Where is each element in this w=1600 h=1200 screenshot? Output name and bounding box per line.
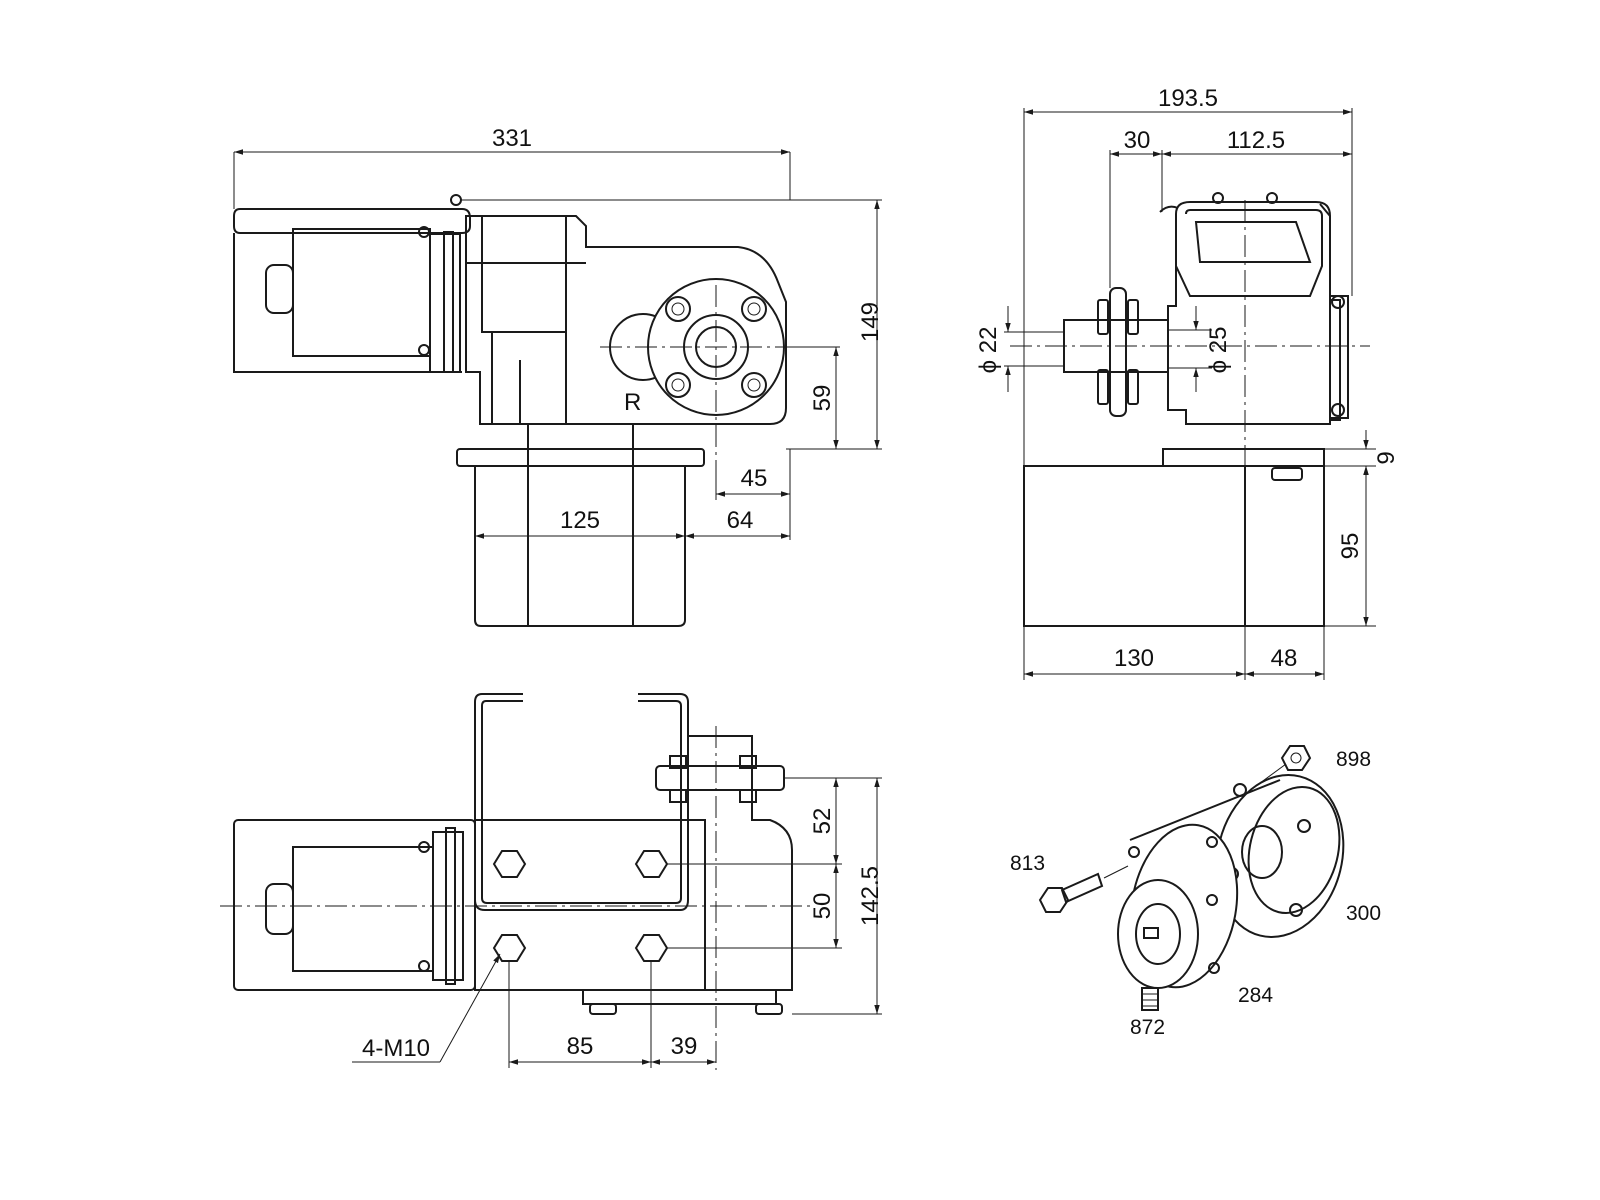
base-plate xyxy=(456,448,705,467)
base-strip-top xyxy=(582,989,777,1005)
dim-shaft-offset: 45 xyxy=(741,465,768,492)
flange-bolt-icon xyxy=(450,194,462,206)
mounting-block xyxy=(474,466,686,627)
coupling-flange xyxy=(1109,287,1127,417)
dim-shaft-dia-right: ϕ 25 xyxy=(1205,327,1232,374)
gearbox-inner xyxy=(481,216,567,333)
side-mounting-block xyxy=(1023,465,1325,627)
dim-block-width: 130 xyxy=(1114,645,1154,672)
bolt-shank-icon xyxy=(1060,872,1104,904)
u-bracket xyxy=(474,693,689,911)
label-nut: 898 xyxy=(1336,748,1371,771)
motor-frame-outline xyxy=(233,233,462,373)
label-hub: 284 xyxy=(1238,984,1273,1007)
dim-bolt-spacing-a: 52 xyxy=(809,808,836,835)
dim-body-width: 112.5 xyxy=(1227,127,1285,154)
side-view: 193.5 30 112.5 ϕ 22 ϕ 25 9 95 130 xyxy=(975,85,1400,680)
gearbox-top-panel xyxy=(1194,221,1312,263)
top-view: 52 50 142.5 85 39 4-M10 xyxy=(220,693,884,1070)
label-flange-plate: 300 xyxy=(1346,902,1381,925)
dim-bolt-spacing-b: 50 xyxy=(809,893,836,920)
r-mark: R xyxy=(624,389,641,416)
dim-shaft-height: 59 xyxy=(809,385,836,412)
dim-overall-length: 331 xyxy=(492,125,532,152)
gearbox-edge xyxy=(1159,203,1331,217)
motor-body-top xyxy=(233,819,476,991)
dim-overall-depth: 142.5 xyxy=(857,866,884,926)
flange-bolt-icon xyxy=(418,344,430,356)
motor-bracket-top xyxy=(233,208,471,234)
dim-bolt-offset: 39 xyxy=(671,1033,698,1060)
dim-block-height: 95 xyxy=(1337,533,1364,560)
gearbox-housing xyxy=(465,215,787,425)
set-screw-icon xyxy=(1141,987,1159,1011)
motor-flange-plate xyxy=(443,231,454,373)
mounting-block-seams xyxy=(527,424,634,626)
gearbox-ribs xyxy=(491,332,567,424)
gearbox-cover xyxy=(1175,209,1323,297)
dim-overall-width: 193.5 xyxy=(1158,85,1218,112)
flange-bolt-icon xyxy=(418,226,430,238)
front-view: R 331 149 59 45 125 64 xyxy=(233,125,884,627)
flange-bolt-icon xyxy=(665,296,767,398)
motor-end-cap xyxy=(265,264,294,314)
u-bracket-inner xyxy=(481,700,682,904)
dim-base-offset: 64 xyxy=(727,507,754,534)
dim-block-offset: 48 xyxy=(1271,645,1298,672)
side-base-plate xyxy=(1162,448,1325,467)
bolt-callout: 4-M10 xyxy=(362,1035,430,1062)
dim-height: 149 xyxy=(857,302,884,342)
motor-can-top xyxy=(292,846,434,972)
nut-icon xyxy=(1280,745,1312,771)
label-bolt: 813 xyxy=(1010,852,1045,875)
output-flange-top xyxy=(655,765,785,791)
motor-body xyxy=(292,228,431,357)
side-base-bolt xyxy=(1271,467,1303,481)
dim-base-thickness: 9 xyxy=(1373,451,1400,464)
bolt-head-icon xyxy=(1038,887,1070,913)
dim-flange-offset: 30 xyxy=(1124,127,1151,154)
gearbox-top xyxy=(688,735,793,991)
exploded-view: 898 813 300 284 872 xyxy=(1010,745,1381,1039)
dim-bolt-pitch: 85 xyxy=(567,1033,594,1060)
label-set-screw: 872 xyxy=(1130,1016,1165,1039)
gearbox-body-side xyxy=(1167,201,1341,425)
dim-base-width: 125 xyxy=(560,507,600,534)
dim-shaft-dia-left: ϕ 22 xyxy=(975,327,1002,374)
